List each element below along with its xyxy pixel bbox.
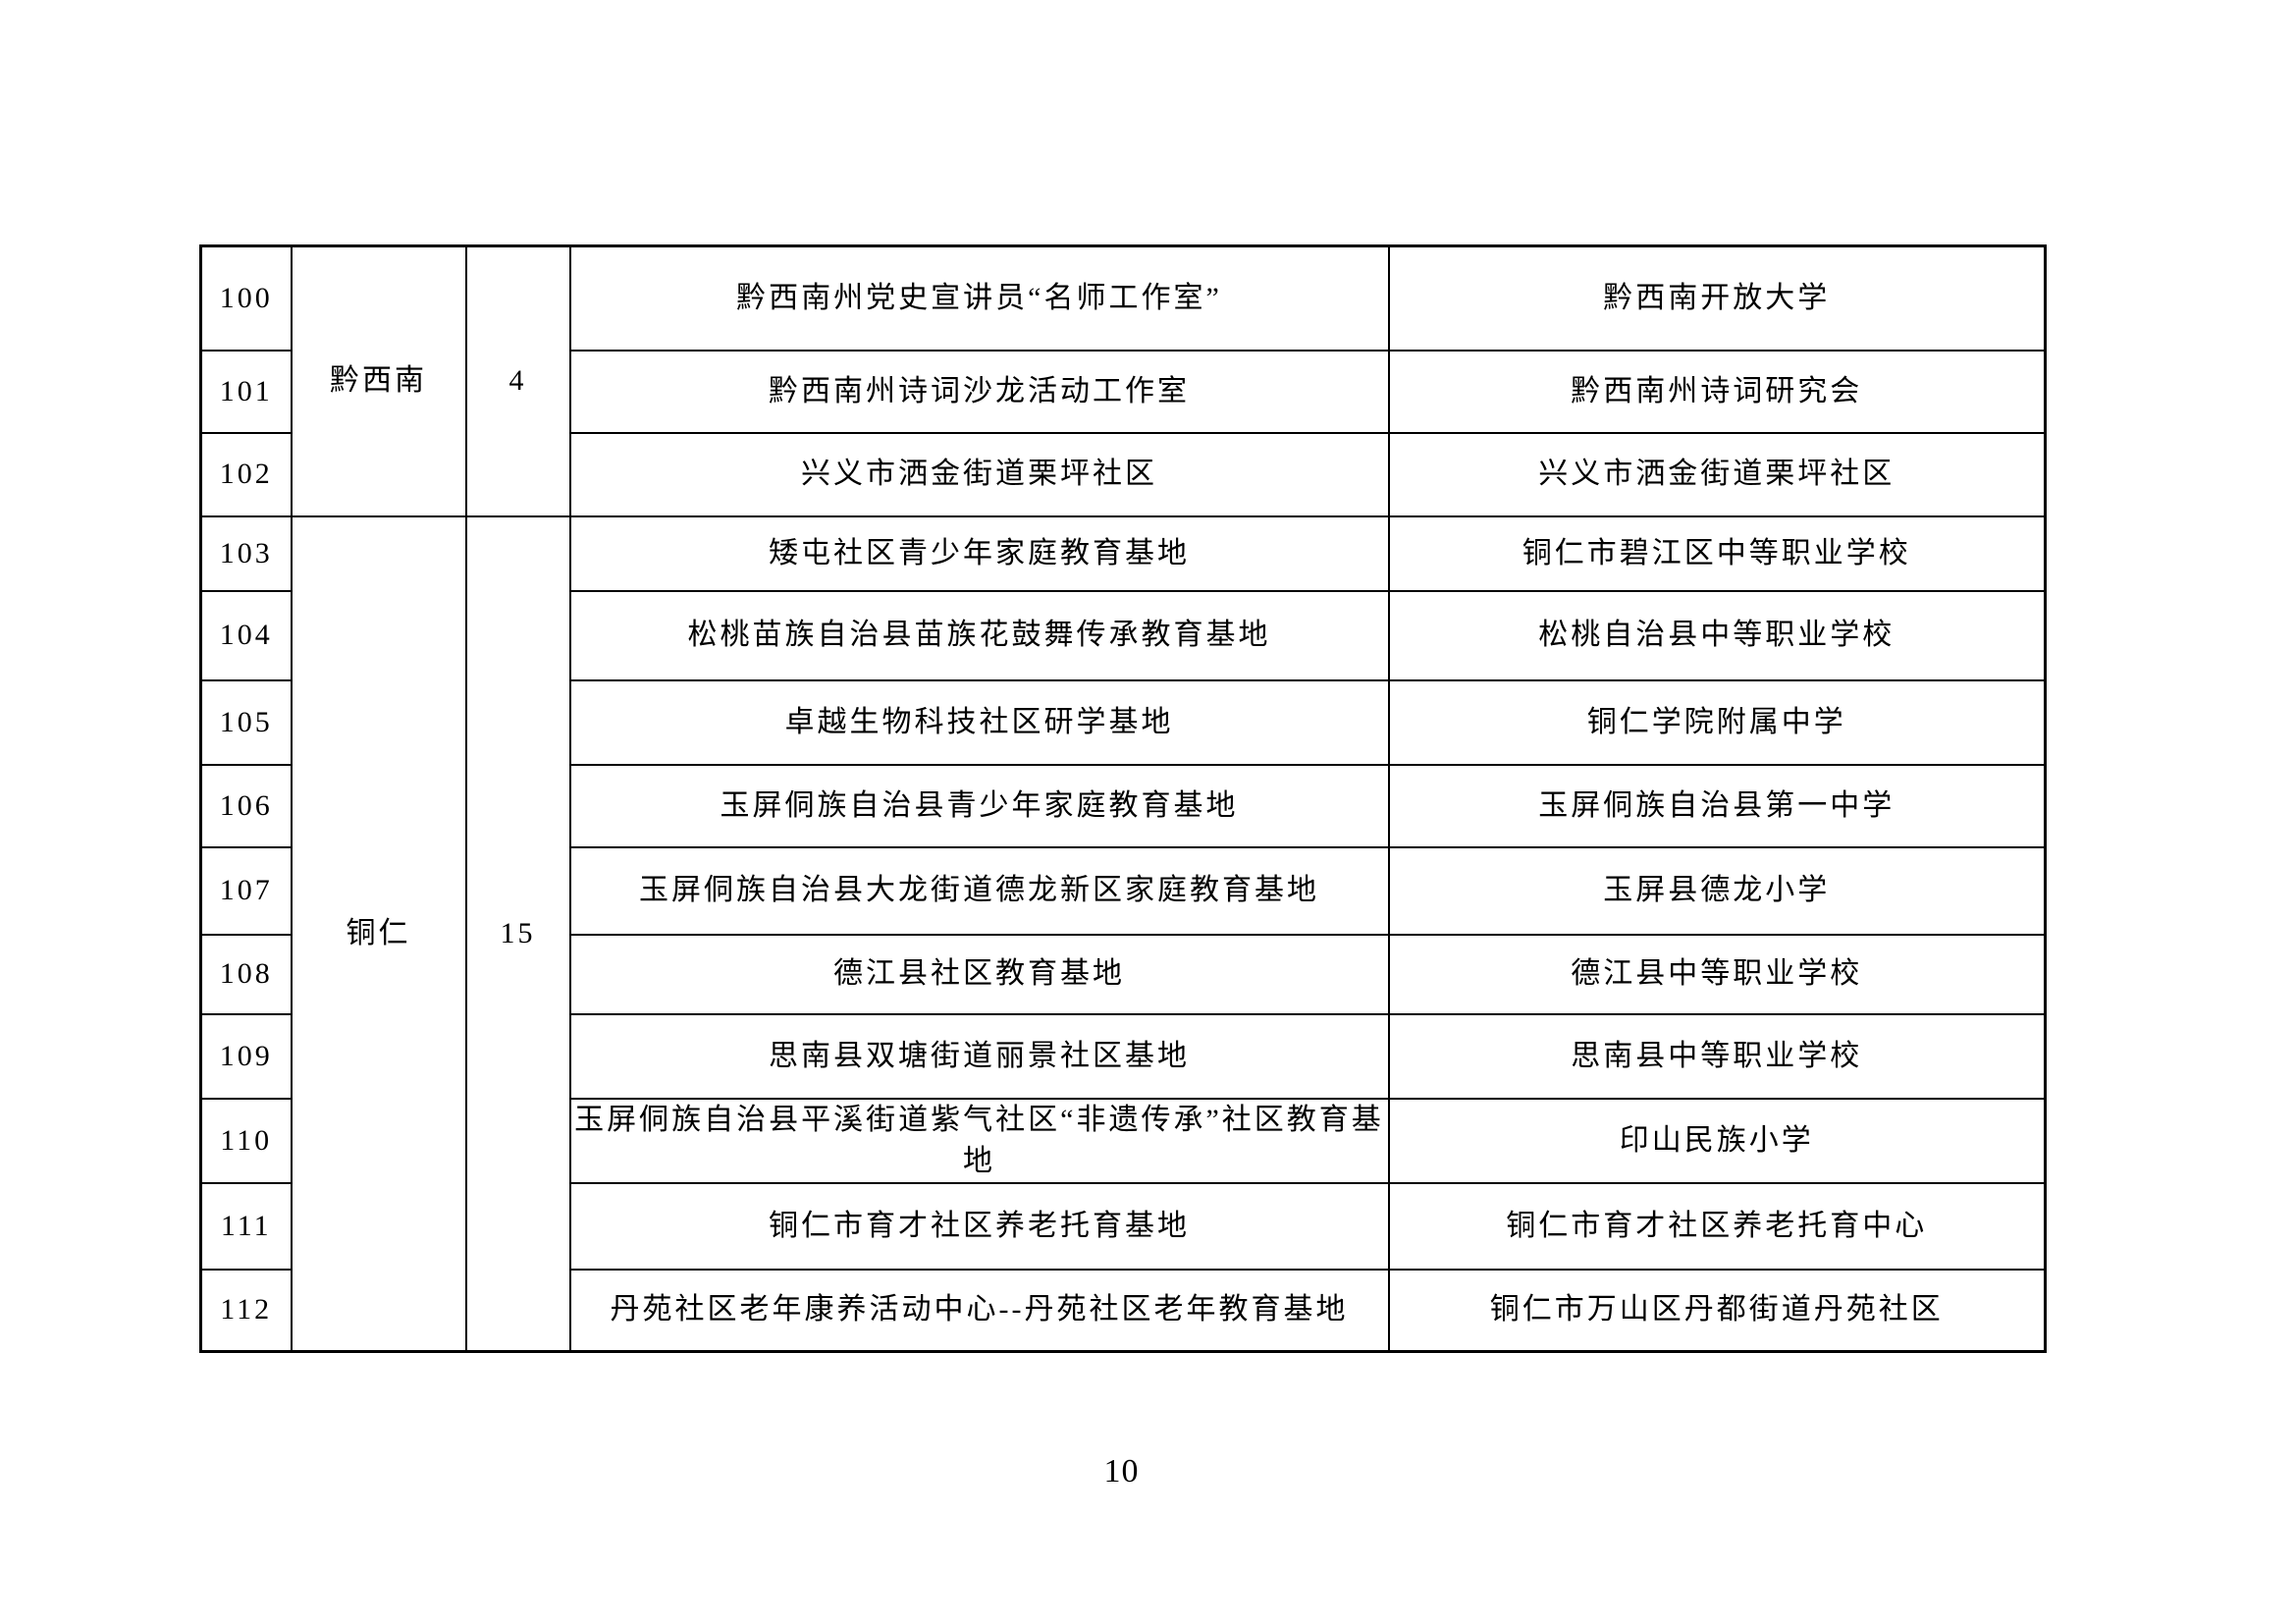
table-row: 110 玉屏侗族自治县平溪街道紫气社区“非遗传承”社区教育基地 印山民族小学 [199,1097,2047,1184]
organization: 松桃自治县中等职业学校 [1387,589,2047,681]
row-number: 100 [199,244,293,352]
organization: 铜仁市万山区丹都街道丹苑社区 [1387,1268,2047,1353]
table-row: 104 松桃苗族自治县苗族花鼓舞传承教育基地 松桃自治县中等职业学校 [199,589,2047,681]
organization: 思南县中等职业学校 [1387,1012,2047,1100]
row-number: 104 [199,589,293,681]
table-row: 105 卓越生物科技社区研学基地 铜仁学院附属中学 [199,678,2047,766]
table-row: 100 黔西南 4 黔西南州党史宣讲员“名师工作室” 黔西南开放大学 [199,244,2047,517]
table-row: 111 铜仁市育才社区养老托育基地 铜仁市育才社区养老托育中心 [199,1181,2047,1271]
row-number: 107 [199,845,293,936]
base-name: 丹苑社区老年康养活动中心--丹苑社区老年教育基地 [568,1268,1390,1353]
organization: 铜仁市育才社区养老托育中心 [1387,1181,2047,1271]
table-row: 106 玉屏侗族自治县青少年家庭教育基地 玉屏侗族自治县第一中学 [199,763,2047,848]
table-row: 107 玉屏侗族自治县大龙街道德龙新区家庭教育基地 玉屏县德龙小学 [199,845,2047,936]
base-name: 铜仁市育才社区养老托育基地 [568,1181,1390,1271]
organization: 兴义市洒金街道栗坪社区 [1387,431,2047,517]
table-row: 103 铜仁 15 矮屯社区青少年家庭教育基地 铜仁市碧江区中等职业学校 [199,514,2047,1353]
page-number: 10 [1103,1453,1140,1489]
base-name: 思南县双塘街道丽景社区基地 [568,1012,1390,1100]
organization: 黔西南开放大学 [1387,244,2047,352]
organization: 德江县中等职业学校 [1387,933,2047,1015]
base-name: 卓越生物科技社区研学基地 [568,678,1390,766]
base-name: 玉屏侗族自治县青少年家庭教育基地 [568,763,1390,848]
row-number: 111 [199,1181,293,1271]
base-name: 德江县社区教育基地 [568,933,1390,1015]
organization: 玉屏侗族自治县第一中学 [1387,763,2047,848]
region-cell: 铜仁 [290,514,467,1353]
row-number: 105 [199,678,293,766]
count-cell: 15 [464,514,571,1353]
row-number: 101 [199,349,293,434]
table-row: 101 黔西南州诗词沙龙活动工作室 黔西南州诗词研究会 [199,349,2047,434]
row-number: 110 [199,1097,293,1184]
organization: 印山民族小学 [1387,1097,2047,1184]
base-name: 松桃苗族自治县苗族花鼓舞传承教育基地 [568,589,1390,681]
base-name: 玉屏侗族自治县平溪街道紫气社区“非遗传承”社区教育基地 [568,1097,1390,1184]
organization: 铜仁学院附属中学 [1387,678,2047,766]
organization: 黔西南州诗词研究会 [1387,349,2047,434]
row-number: 108 [199,933,293,1015]
row-number: 109 [199,1012,293,1100]
row-number: 112 [199,1268,293,1353]
row-number: 102 [199,431,293,517]
base-name: 玉屏侗族自治县大龙街道德龙新区家庭教育基地 [568,845,1390,936]
table-row: 102 兴义市洒金街道栗坪社区 兴义市洒金街道栗坪社区 [199,431,2047,517]
table-row: 112 丹苑社区老年康养活动中心--丹苑社区老年教育基地 铜仁市万山区丹都街道丹… [199,1268,2047,1353]
row-number: 103 [199,514,293,592]
row-number: 106 [199,763,293,848]
organization: 铜仁市碧江区中等职业学校 [1387,514,2047,592]
base-name: 黔西南州党史宣讲员“名师工作室” [568,244,1390,352]
base-name: 矮屯社区青少年家庭教育基地 [568,514,1390,592]
region-cell: 黔西南 [290,244,467,517]
table-row: 109 思南县双塘街道丽景社区基地 思南县中等职业学校 [199,1012,2047,1100]
base-name: 黔西南州诗词沙龙活动工作室 [568,349,1390,434]
table-row: 108 德江县社区教育基地 德江县中等职业学校 [199,933,2047,1015]
count-cell: 4 [464,244,571,517]
base-name: 兴义市洒金街道栗坪社区 [568,431,1390,517]
organization: 玉屏县德龙小学 [1387,845,2047,936]
community-education-bases-table: 100 黔西南 4 黔西南州党史宣讲员“名师工作室” 黔西南开放大学 101 黔… [199,244,2047,1353]
